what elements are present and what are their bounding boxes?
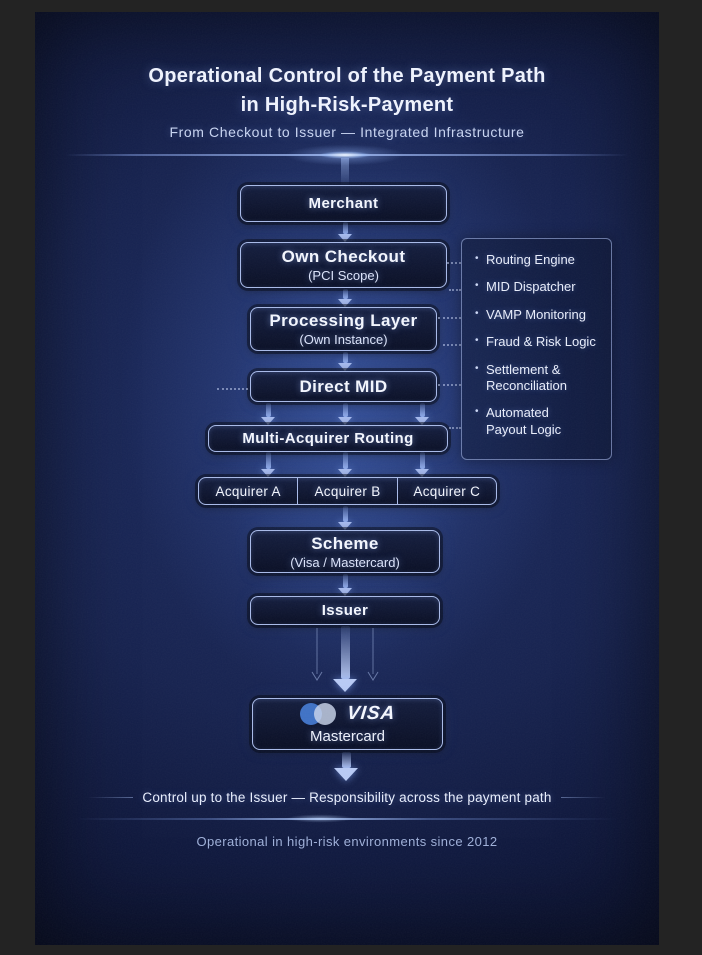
page-title-line1: Operational Control of the Payment Path bbox=[148, 65, 546, 87]
arrow-down bbox=[338, 403, 352, 425]
page-title-line2: in High-Risk-Payment bbox=[240, 94, 454, 116]
panel-item-vamp-monitoring: VAMP Monitoring bbox=[475, 307, 603, 323]
flow-box-own-checkout: Own Checkout (PCI Scope) bbox=[240, 242, 447, 288]
ghost-arrow-down bbox=[311, 628, 323, 681]
panel-item-routing-engine: Routing Engine bbox=[475, 252, 603, 268]
flow-box-issuer: Issuer bbox=[250, 596, 440, 625]
scheme-subtitle: (Visa / Mastercard) bbox=[290, 554, 400, 570]
arrow-down bbox=[338, 289, 352, 307]
arrow-down bbox=[338, 574, 352, 596]
dotted-connector bbox=[438, 317, 461, 319]
page-subtitle: From Checkout to Issuer — Integrated Inf… bbox=[169, 124, 525, 140]
visa-logo: VISA bbox=[345, 703, 397, 724]
arrow-down bbox=[415, 403, 429, 425]
capabilities-panel: Routing Engine MID Dispatcher VAMP Monit… bbox=[461, 238, 612, 460]
ghost-arrow-down bbox=[367, 628, 379, 681]
arrow-down-large bbox=[333, 752, 359, 781]
acquirer-row: Acquirer A Acquirer B Acquirer C bbox=[198, 477, 497, 505]
issuer-label: Issuer bbox=[321, 602, 369, 619]
arrow-down bbox=[415, 452, 429, 477]
mastercard-circles-icon bbox=[299, 703, 338, 725]
bottom-divider-glow bbox=[275, 813, 365, 824]
arrow-down bbox=[338, 352, 352, 371]
infographic-card: Operational Control of the Payment Path … bbox=[35, 12, 659, 945]
acquirer-a-cell: Acquirer A bbox=[215, 483, 281, 499]
arrow-down bbox=[338, 222, 352, 242]
scheme-title: Scheme bbox=[311, 533, 379, 553]
panel-item-settlement-reconciliation: Settlement & Reconciliation bbox=[475, 362, 603, 395]
dotted-connector bbox=[447, 262, 461, 264]
brand-row: VISA bbox=[299, 703, 397, 725]
panel-item-fraud-risk-logic: Fraud & Risk Logic bbox=[475, 334, 603, 350]
dotted-connector bbox=[449, 289, 461, 291]
arrow-down-large bbox=[333, 626, 357, 692]
flow-box-processing-layer: Processing Layer (Own Instance) bbox=[250, 307, 437, 351]
arrow-down bbox=[338, 452, 352, 477]
own-checkout-subtitle: (PCI Scope) bbox=[308, 268, 379, 283]
dotted-connector bbox=[443, 344, 461, 346]
footer-statement: Control up to the Issuer — Responsibilit… bbox=[35, 790, 659, 805]
arrow-down bbox=[261, 403, 275, 425]
own-checkout-title: Own Checkout bbox=[281, 247, 406, 266]
processing-layer-title: Processing Layer bbox=[269, 311, 418, 330]
direct-mid-label: Direct MID bbox=[299, 376, 388, 396]
footer-statement-text: Control up to the Issuer — Responsibilit… bbox=[142, 790, 552, 805]
page-title: Operational Control of the Payment Path … bbox=[35, 62, 659, 120]
flow-box-merchant: Merchant bbox=[240, 185, 447, 222]
flow-box-card-brands: VISA Mastercard bbox=[252, 698, 443, 750]
multi-acquirer-routing-label: Multi-Acquirer Routing bbox=[242, 430, 414, 447]
dotted-connector bbox=[449, 427, 461, 429]
acquirer-c-cell: Acquirer C bbox=[396, 478, 496, 504]
footer-rule-left bbox=[88, 797, 134, 798]
merchant-label: Merchant bbox=[308, 195, 379, 212]
panel-item-automated-payout-logic: Automated Payout Logic bbox=[475, 405, 603, 438]
acquirer-b-cell: Acquirer B bbox=[297, 478, 396, 504]
dotted-connector bbox=[438, 384, 461, 386]
flow-box-multi-acquirer-routing: Multi-Acquirer Routing bbox=[208, 425, 448, 452]
panel-item-mid-dispatcher: MID Dispatcher bbox=[475, 279, 603, 295]
footer-rule-right bbox=[560, 797, 606, 798]
footer-tagline: Operational in high-risk environments si… bbox=[196, 834, 498, 849]
processing-layer-subtitle: (Own Instance) bbox=[299, 332, 388, 347]
arrow-down bbox=[338, 506, 352, 530]
flow-box-direct-mid: Direct MID bbox=[250, 371, 437, 402]
arrow-down bbox=[261, 452, 275, 477]
mastercard-label: Mastercard bbox=[309, 728, 386, 745]
dotted-connector bbox=[217, 388, 248, 390]
flow-box-scheme: Scheme (Visa / Mastercard) bbox=[250, 530, 440, 573]
